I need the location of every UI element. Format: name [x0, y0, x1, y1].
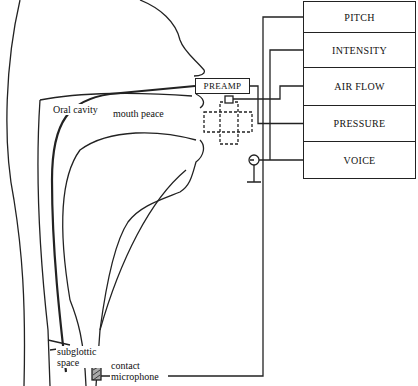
box-label: PREAMP — [204, 81, 242, 91]
pressure-box: PRESSURE — [303, 105, 416, 142]
mouthpiece — [204, 102, 252, 144]
pharynx-wall — [38, 100, 50, 386]
subglottic-label: subglottic space — [56, 346, 108, 368]
flow-transducer — [225, 96, 233, 103]
tongue — [63, 133, 196, 300]
head-back — [7, 0, 25, 386]
signal-wire — [250, 86, 303, 124]
mouthpiece-label: mouth peace — [112, 108, 165, 119]
box-label: PRESSURE — [334, 118, 386, 129]
catheter-tube — [52, 86, 195, 372]
mandible — [100, 170, 186, 330]
intensity-box: INTENSITY — [303, 32, 416, 68]
oral-cavity-label: Oral cavity — [52, 104, 99, 115]
microphone-stand — [247, 160, 261, 182]
voice-box: VOICE — [303, 141, 416, 179]
pitch-box: PITCH — [303, 1, 416, 33]
box-label: VOICE — [343, 155, 375, 166]
larynx — [48, 300, 86, 386]
box-label: AIR FLOW — [334, 81, 384, 92]
voice-wire — [259, 159, 303, 160]
box-label: PITCH — [344, 12, 374, 23]
intensity-wire — [270, 50, 303, 160]
contact-mic-symbol — [92, 366, 101, 380]
contact-mic-label: contact microphone — [110, 360, 168, 382]
box-label: INTENSITY — [332, 45, 387, 56]
preamp-box: PREAMP — [195, 78, 250, 94]
airflow-box: AIR FLOW — [303, 67, 416, 106]
pitch-wire — [101, 17, 303, 376]
head-outline — [96, 0, 204, 386]
